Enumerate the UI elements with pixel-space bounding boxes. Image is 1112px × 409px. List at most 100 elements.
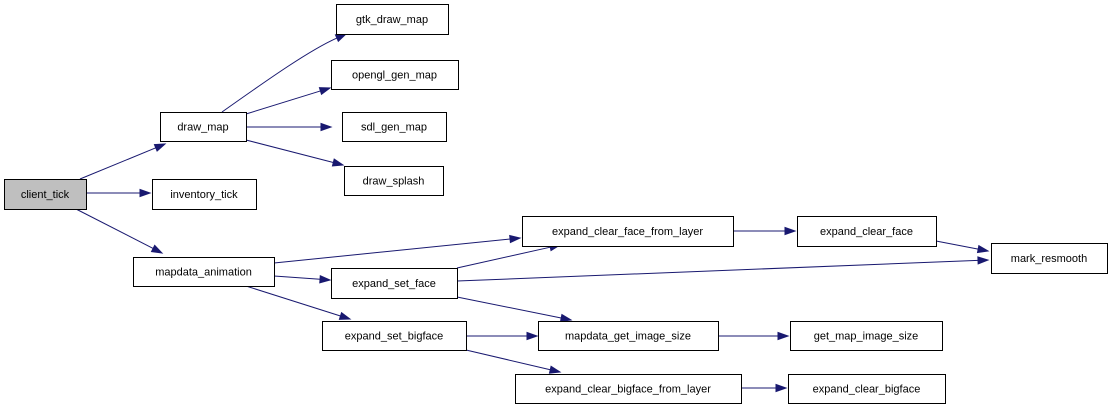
- arrowhead-icon: [775, 383, 788, 393]
- node-box: [322, 321, 467, 351]
- node-expand-clear-bigface[interactable]: expand_clear_bigface: [788, 374, 946, 404]
- edge-expand_set_face-to-expand_clear_face_from_layer: [456, 243, 562, 269]
- edge-expand_set_face-to-mark_resmooth: [456, 256, 990, 282]
- edge-draw_map-to-gtk_draw_map: [221, 33, 348, 113]
- edge-draw_map-to-draw_splash: [245, 139, 345, 167]
- node-label: expand_clear_bigface: [813, 384, 921, 396]
- arrowhead-icon: [334, 33, 348, 43]
- arrowhead-icon: [153, 143, 167, 152]
- node-box: [331, 60, 459, 90]
- arrowhead-icon: [331, 158, 345, 167]
- node-box: [4, 179, 87, 210]
- node-box: [538, 321, 719, 351]
- edge-client_tick-to-mapdata_animation: [75, 208, 164, 254]
- node-box: [522, 216, 734, 247]
- edge-mapdata_get_image_size-to-get_map_image_size: [718, 331, 790, 341]
- node-box: [515, 374, 742, 404]
- node-label: gtk_draw_map: [356, 14, 428, 26]
- edge-line: [935, 240, 979, 250]
- node-gtk-draw-map[interactable]: gtk_draw_map: [336, 4, 449, 35]
- edge-expand_clear_face-to-mark_resmooth: [935, 240, 990, 254]
- edge-mapdata_animation-to-expand_set_face: [273, 275, 332, 284]
- node-label: expand_set_face: [352, 278, 436, 290]
- node-inventory-tick[interactable]: inventory_tick: [152, 179, 257, 210]
- arrowhead-icon: [777, 331, 790, 341]
- node-box: [991, 243, 1108, 274]
- edge-expand_clear_face_from_layer-to-expand_clear_face: [733, 226, 797, 236]
- node-label: client_tick: [21, 189, 70, 201]
- arrowhead-icon: [150, 244, 164, 254]
- node-box: [160, 112, 247, 142]
- node-label: expand_set_bigface: [345, 331, 443, 343]
- edge-line: [79, 147, 156, 180]
- arrowhead-icon: [526, 331, 539, 341]
- edge-mapdata_animation-to-expand_set_bigface: [245, 285, 352, 320]
- arrowhead-icon: [977, 256, 990, 265]
- node-box: [336, 4, 449, 35]
- node-mark-resmooth[interactable]: mark_resmooth: [991, 243, 1108, 274]
- edge-client_tick-to-inventory_tick: [86, 188, 152, 198]
- node-label: expand_clear_face_from_layer: [552, 226, 703, 238]
- node-expand-clear-bigface-from-layer[interactable]: expand_clear_bigface_from_layer: [515, 374, 742, 404]
- edge-line: [245, 285, 341, 317]
- arrowhead-icon: [320, 122, 333, 132]
- arrowhead-icon: [509, 234, 522, 244]
- edge-line: [75, 208, 154, 249]
- edge-line: [245, 139, 334, 163]
- node-expand-clear-face-from-layer[interactable]: expand_clear_face_from_layer: [522, 216, 734, 247]
- edge-line: [273, 238, 511, 264]
- edge-line: [465, 349, 551, 371]
- node-label: mark_resmooth: [1011, 253, 1087, 265]
- edge-line: [456, 259, 979, 282]
- edge-line: [456, 246, 551, 269]
- edge-mapdata_animation-to-expand_clear_face_from_layer: [273, 234, 522, 264]
- node-box: [152, 179, 257, 210]
- edge-draw_map-to-opengl_gen_map: [245, 87, 332, 115]
- edge-expand_set_bigface-to-expand_clear_bigface_from_layer: [465, 349, 562, 374]
- node-label: mapdata_get_image_size: [565, 331, 691, 343]
- node-label: sdl_gen_map: [361, 122, 427, 134]
- node-label: draw_splash: [363, 176, 425, 188]
- edge-client_tick-to-draw_map: [79, 143, 167, 180]
- node-label: inventory_tick: [170, 189, 238, 201]
- edge-line: [245, 90, 321, 115]
- node-draw-map[interactable]: draw_map: [160, 112, 247, 142]
- edge-line: [273, 275, 321, 280]
- edge-expand_set_face-to-mapdata_get_image_size: [456, 296, 573, 323]
- edge-expand_set_bigface-to-mapdata_get_image_size: [466, 331, 539, 341]
- node-mapdata-animation[interactable]: mapdata_animation: [133, 257, 275, 287]
- node-box: [797, 216, 937, 247]
- arrowhead-icon: [976, 244, 990, 254]
- arrowhead-icon: [548, 365, 562, 374]
- edge-expand_clear_bigface_from_layer-to-expand_clear_bigface: [741, 383, 788, 393]
- node-draw-splash[interactable]: draw_splash: [344, 166, 444, 196]
- arrowhead-icon: [318, 87, 332, 96]
- arrowhead-icon: [319, 275, 332, 284]
- node-box: [133, 257, 275, 287]
- node-sdl-gen-map[interactable]: sdl_gen_map: [342, 112, 447, 142]
- edge-draw_map-to-sdl_gen_map: [246, 122, 333, 132]
- arrowhead-icon: [559, 313, 573, 323]
- node-box: [790, 321, 943, 351]
- arrowhead-icon: [139, 188, 152, 198]
- node-expand-set-face[interactable]: expand_set_face: [331, 268, 458, 299]
- node-box: [331, 268, 458, 299]
- edge-line: [221, 37, 338, 113]
- arrowhead-icon: [784, 226, 797, 236]
- edge-line: [456, 296, 562, 319]
- node-label: mapdata_animation: [155, 267, 252, 279]
- edges-layer: [75, 33, 990, 393]
- node-expand-set-bigface[interactable]: expand_set_bigface: [322, 321, 467, 351]
- nodes-layer: client_tick draw_map inventory_tickmapdata…: [4, 4, 1108, 404]
- node-box: [788, 374, 946, 404]
- node-label: expand_clear_bigface_from_layer: [545, 384, 711, 396]
- node-label: draw_map: [177, 122, 228, 134]
- node-get-map-image-size[interactable]: get_map_image_size: [790, 321, 943, 351]
- node-mapdata-get-image-size[interactable]: mapdata_get_image_size: [538, 321, 719, 351]
- arrowhead-icon: [338, 311, 352, 320]
- node-box: [344, 166, 444, 196]
- node-client-tick[interactable]: client_tick: [4, 179, 87, 210]
- node-expand-clear-face[interactable]: expand_clear_face: [797, 216, 937, 247]
- node-opengl-gen-map[interactable]: opengl_gen_map: [331, 60, 459, 90]
